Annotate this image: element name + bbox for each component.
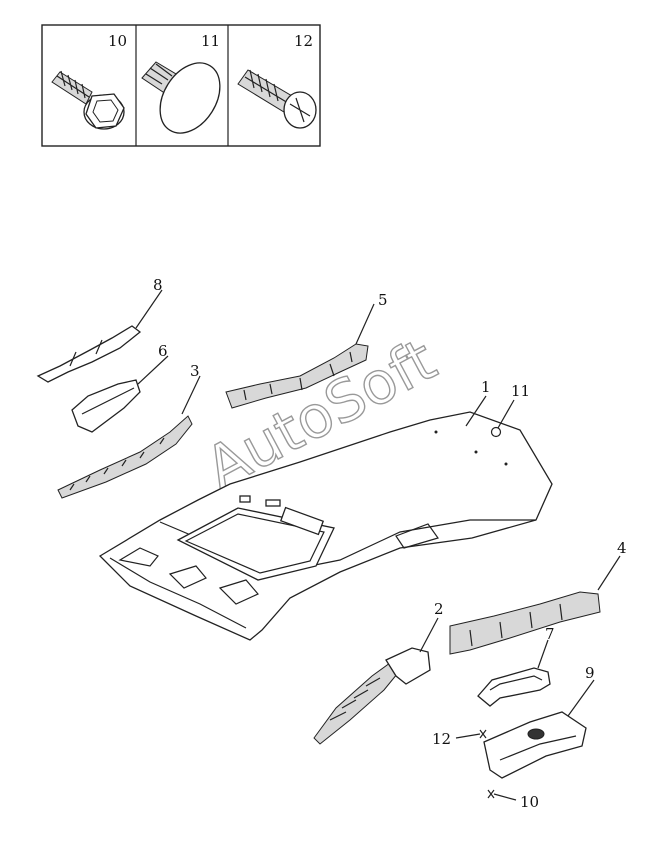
- headliner-panel: [98, 411, 553, 641]
- callout-11: 11: [511, 382, 530, 400]
- wire-harness-part-5: [225, 343, 369, 409]
- hex-flange-bolt-icon: [51, 70, 125, 130]
- clip-marker-11: [490, 426, 502, 438]
- push-clip-icon: [141, 61, 221, 134]
- fastener-marker-12: [479, 729, 487, 739]
- rear-trim-part-4: [449, 591, 601, 655]
- legend-label-12: 12: [294, 32, 313, 50]
- callout-leaders: [135, 289, 621, 801]
- fastener-marker-10: [487, 789, 495, 799]
- callout-6: 6: [158, 342, 168, 360]
- callout-10: 10: [520, 793, 539, 811]
- callout-2: 2: [434, 600, 444, 618]
- callout-4: 4: [617, 539, 627, 557]
- wire-harness-part-3: [57, 415, 193, 499]
- screw-icon: [237, 69, 317, 129]
- fastener-legend: 10 11 12: [41, 24, 321, 147]
- callout-12: 12: [432, 730, 451, 748]
- callout-1: 1: [481, 378, 491, 396]
- legend-label-11: 11: [201, 32, 220, 50]
- callout-9: 9: [585, 664, 595, 682]
- console-bracket-part-9: [483, 711, 587, 779]
- legend-label-10: 10: [108, 32, 127, 50]
- callout-8: 8: [153, 276, 163, 294]
- pillar-trim-part-2: [313, 647, 431, 745]
- callout-5: 5: [378, 291, 388, 309]
- grab-handle-part-7: [477, 667, 551, 707]
- callout-7: 7: [545, 625, 555, 643]
- callout-3: 3: [190, 362, 200, 380]
- grab-handle-part-6: [71, 379, 141, 433]
- bracket-part-8: [36, 325, 142, 383]
